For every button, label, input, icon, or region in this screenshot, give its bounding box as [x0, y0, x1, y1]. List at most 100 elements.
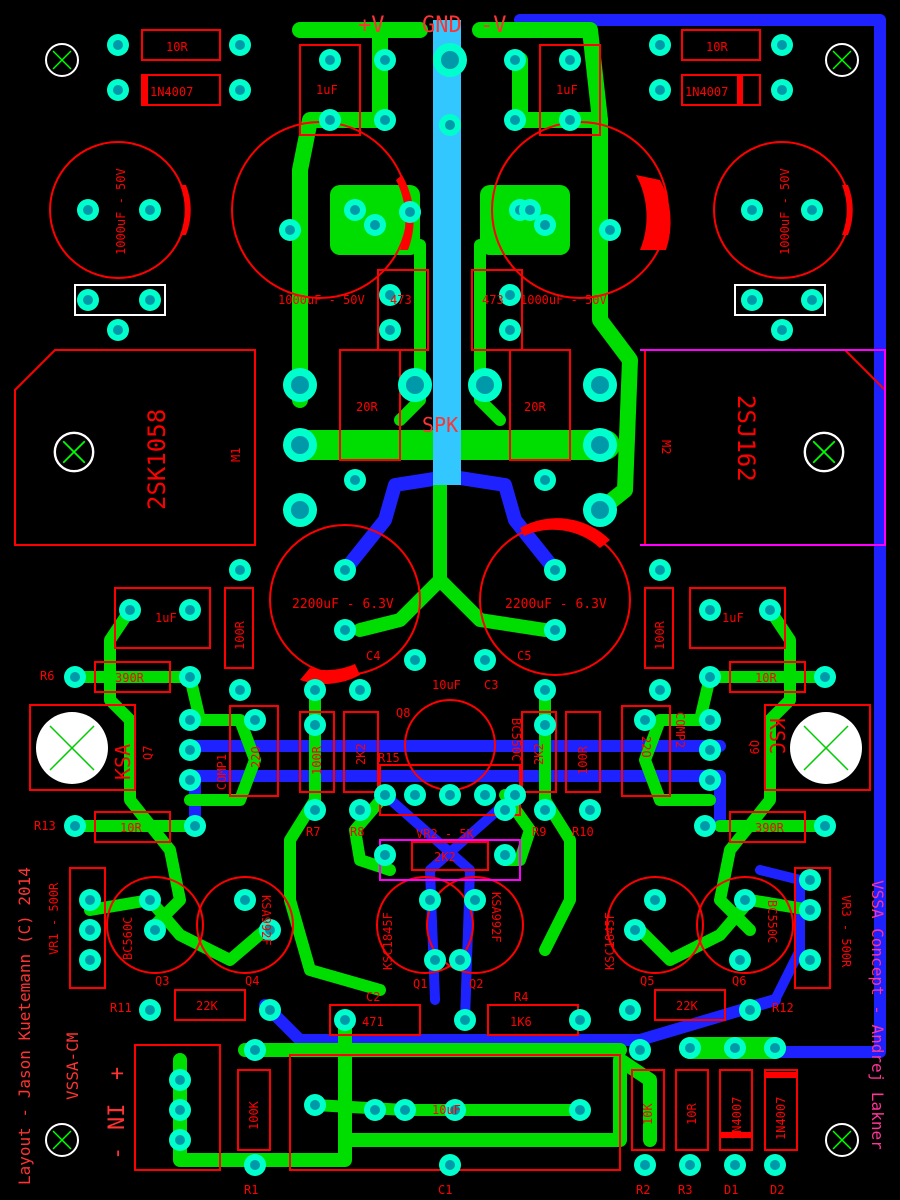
pad-hole [83, 295, 93, 305]
q3-ref: Q3 [155, 974, 169, 988]
cap-1000-far-l: 1000uF - 50V [114, 168, 128, 255]
pad-hole [565, 55, 575, 65]
pad-hole [705, 775, 715, 785]
q8-type: BC550C [509, 718, 523, 761]
labels: +V GND -V SPK 10R 1N4007 10R 1N4007 1uF … [15, 13, 887, 1197]
pad-hole [805, 955, 815, 965]
q9-type: KSC [765, 718, 789, 754]
trace-centre-r [539, 684, 576, 956]
pad-hole [325, 115, 335, 125]
pad-hole [310, 805, 320, 815]
r-390r-r: 390R [755, 821, 785, 835]
pad-hole [476, 376, 494, 394]
pad-hole [820, 821, 830, 831]
cap-1000-far-r: 1000uF - 50V [778, 168, 792, 255]
r12-ref: R12 [772, 1001, 794, 1015]
pad-hole [250, 1160, 260, 1170]
pad-hole [406, 376, 424, 394]
pad-hole [190, 821, 200, 831]
pad-hole [350, 205, 360, 215]
r-22k-r: 22K [676, 999, 698, 1013]
pad-hole [441, 51, 459, 69]
d2-val: 1N4007 [774, 1097, 788, 1140]
pad-hole [85, 925, 95, 935]
r1-val: 100K [247, 1100, 261, 1130]
board-name: VSSA-CM [63, 1033, 82, 1100]
pad-hole [820, 672, 830, 682]
q9-heatsink-mark [790, 712, 862, 784]
q1-type: KSC1845F [381, 912, 395, 970]
pad-hole [770, 1043, 780, 1053]
mounting-holes [36, 43, 862, 1157]
pad-hole [685, 1160, 695, 1170]
r-2k2-m: 2K2 [434, 850, 456, 864]
r-20r-l: 20R [356, 400, 378, 414]
c2-val: 471 [362, 1015, 384, 1029]
pad-hole [85, 955, 95, 965]
c2-ref: C2 [366, 990, 380, 1004]
pad-hole [740, 895, 750, 905]
pad-hole [350, 475, 360, 485]
pad-hole [500, 850, 510, 860]
speaker-trace [433, 20, 461, 485]
pad-hole [185, 605, 195, 615]
q4-type: KSA992F [259, 895, 273, 946]
pad-hole [770, 1160, 780, 1170]
c-1uf-mr: 1uF [722, 611, 744, 625]
spk-label: SPK [422, 413, 458, 437]
trace-right-jumper [755, 865, 805, 1005]
pad-hole [430, 955, 440, 965]
pad-hole [185, 672, 195, 682]
pad-hole [400, 1105, 410, 1115]
cap-polarity-bands [180, 175, 853, 685]
pad-hole [340, 625, 350, 635]
trace-left-q7 [184, 714, 261, 806]
pad-hole [380, 790, 390, 800]
d2-ref: D2 [770, 1183, 784, 1197]
pad-hole [565, 115, 575, 125]
pad-hole [380, 115, 390, 125]
c-1uf-tr: 1uF [556, 83, 578, 97]
comp1-ref: COMP1 [215, 754, 229, 790]
c1-ref: C1 [438, 1183, 452, 1197]
pad-hole [591, 376, 609, 394]
pad-hole [705, 605, 715, 615]
pad-hole [145, 295, 155, 305]
pad-hole [235, 85, 245, 95]
trace-gnd-upper [334, 239, 426, 426]
r-22k-l: 22K [196, 999, 218, 1013]
pad-hole [310, 720, 320, 730]
q7-type: KSA [111, 744, 135, 780]
cap-1000-l: 1000uF - 50V [278, 293, 365, 307]
r9-ref: R9 [532, 825, 546, 839]
r4-ref: R4 [514, 990, 528, 1004]
r-2k2-r: 2K2 [532, 743, 546, 765]
vr1-ref: VR1 - 500R [47, 882, 61, 955]
pad-hole [705, 672, 715, 682]
pad-hole [591, 436, 609, 454]
pad-hole [605, 225, 615, 235]
r4-val: 1K6 [510, 1015, 532, 1029]
r-10r-tr: 10R [706, 40, 728, 54]
pad-hole [747, 295, 757, 305]
c3-val: 10uF [432, 678, 461, 692]
pad-hole [175, 1075, 185, 1085]
pad-hole [265, 925, 275, 935]
pad-hole [807, 205, 817, 215]
pad-hole [380, 55, 390, 65]
pad-hole [505, 325, 515, 335]
r-100r-mr: 100R [653, 620, 667, 650]
q2-ref: Q2 [469, 977, 483, 991]
q1-ref: Q1 [413, 977, 427, 991]
r13-val: 10R [120, 821, 142, 835]
pad-hole [385, 290, 395, 300]
pad-hole [525, 205, 535, 215]
c1-val: 10uF [432, 1103, 461, 1117]
pad-hole [540, 220, 550, 230]
cap-2200-r: 2200uF - 6.3V [505, 597, 607, 612]
pad-hole [630, 925, 640, 935]
pad-hole [575, 1105, 585, 1115]
comp2-ref: COMP2 [673, 712, 687, 748]
pad-hole [575, 1015, 585, 1025]
d1-ref: D1 [724, 1183, 738, 1197]
